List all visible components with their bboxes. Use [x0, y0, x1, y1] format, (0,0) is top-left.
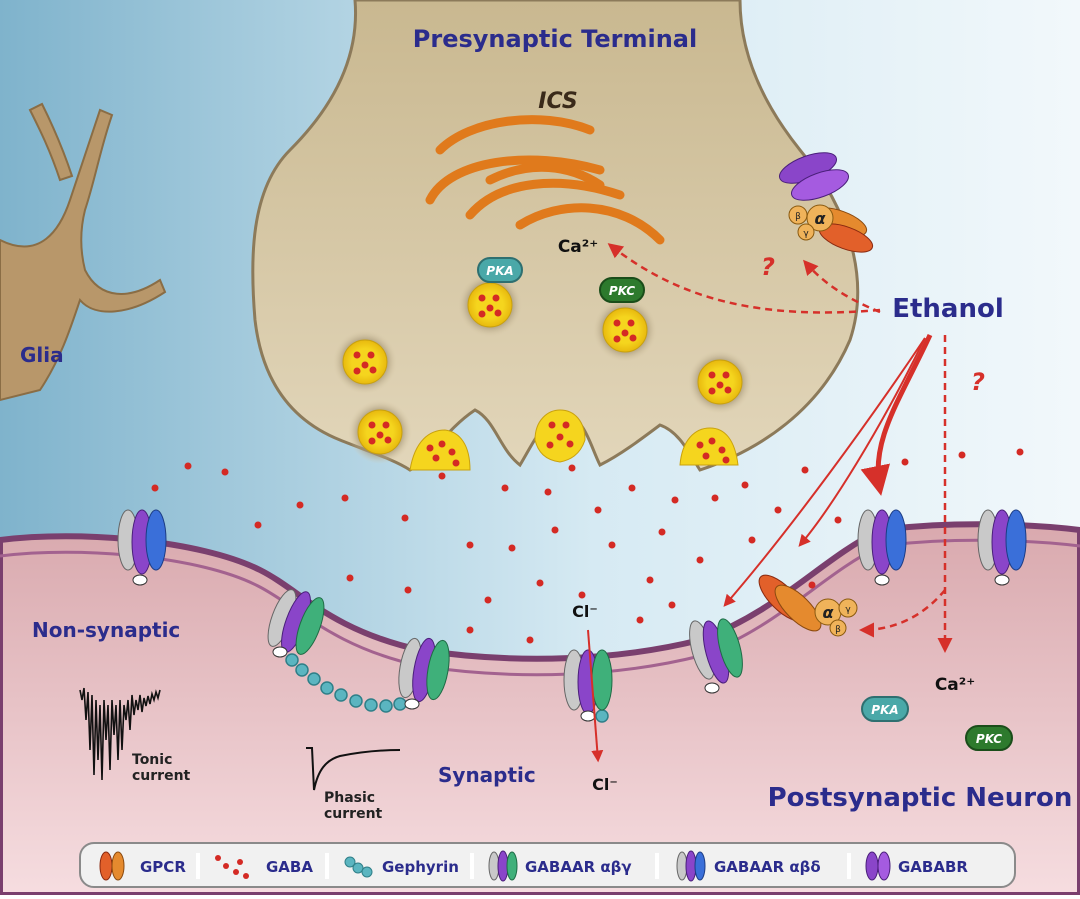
chloride-label-bottom: Cl⁻: [592, 775, 618, 794]
pkc-badge-post: PKC: [965, 725, 1013, 751]
gabaar-abg-receptor-2: [398, 637, 450, 710]
gamma-symbol-pre: γ: [803, 229, 809, 239]
glia-label: Glia: [20, 343, 64, 367]
gabab-icon: [865, 851, 891, 881]
ethanol-label: Ethanol: [892, 294, 1004, 324]
phasic-current-trace: [306, 747, 401, 791]
pkc-badge-pre: PKC: [599, 277, 645, 303]
glia-process: [0, 102, 167, 402]
gaba-cleft-dots: [151, 448, 1024, 644]
question-mark-2: ?: [971, 368, 985, 396]
tonic-label-2: current: [132, 768, 191, 784]
legend: GPCR GABA Gephyrin GABAAR αβγ GABAAR αβδ: [79, 842, 1016, 888]
pka-badge-post: PKA: [861, 696, 909, 722]
ethanol-arrows: [607, 243, 953, 653]
pkc-label-post: PKC: [976, 732, 1002, 746]
tonic-current-trace: [79, 687, 161, 781]
alpha-symbol-post: α: [823, 603, 835, 622]
ics-organelle: [425, 115, 665, 245]
gephyrin-chain: [285, 653, 609, 723]
pkc-label-pre: PKC: [609, 284, 635, 298]
synaptic-label: Synaptic: [438, 763, 536, 787]
question-mark-1: ?: [761, 253, 775, 281]
chloride-flow-arrow: [587, 629, 604, 763]
calcium-label-pre: Ca²⁺: [558, 237, 598, 257]
presynaptic-terminal-label: Presynaptic Terminal: [413, 25, 697, 53]
beta-symbol-pre: β: [795, 212, 801, 222]
gabaar-abg-receptor-4: [689, 618, 743, 694]
legend-box: [79, 842, 1016, 888]
ics-label: ICS: [538, 89, 577, 114]
gabaar-abd-receptor-3: [977, 509, 1027, 586]
gabaar-abg-receptor-1: [267, 589, 325, 658]
beta-symbol-post: β: [835, 625, 841, 635]
gpcr-icon: [99, 851, 125, 881]
gaba-icon: [215, 855, 249, 879]
gabaar-abg-icon: [488, 850, 518, 882]
presynaptic-gabab-receptor: [779, 152, 849, 201]
legend-label-gabab: GABABR: [898, 858, 968, 876]
legend-label-gephyrin: Gephyrin: [382, 858, 459, 876]
non-synaptic-label: Non-synaptic: [32, 618, 180, 642]
postsynaptic-g-protein: α γ β: [814, 598, 858, 637]
postsynaptic-neuron-label: Postsynaptic Neuron: [768, 783, 1073, 813]
pka-label-post: PKA: [871, 703, 898, 717]
legend-label-gaba: GABA: [266, 858, 313, 876]
chloride-label-top: Cl⁻: [572, 602, 598, 621]
pka-badge-pre: PKA: [477, 257, 523, 283]
gabaar-abd-icon: [676, 850, 706, 882]
presynaptic-g-protein: α β γ: [788, 204, 834, 241]
vesicle-gaba-dots: [353, 294, 732, 467]
alpha-symbol-pre: α: [815, 209, 827, 228]
gephyrin-icon: [344, 856, 373, 878]
gabaar-abd-receptor-2: [857, 509, 907, 586]
postsynaptic-gpcr: [758, 574, 822, 632]
legend-label-gabaar-abd: GABAAR αβδ: [714, 858, 821, 876]
legend-label-gpcr: GPCR: [140, 858, 186, 876]
legend-label-gabaar-abg: GABAAR αβγ: [525, 858, 632, 876]
phasic-label-2: current: [324, 806, 383, 822]
gamma-symbol-post: γ: [845, 605, 851, 615]
calcium-label-post: Ca²⁺: [935, 675, 975, 695]
phasic-label-1: Phasic: [324, 790, 375, 806]
gabaar-abd-receptor-1: [117, 509, 167, 586]
pka-label-pre: PKA: [486, 264, 513, 278]
tonic-label-1: Tonic: [132, 752, 172, 768]
